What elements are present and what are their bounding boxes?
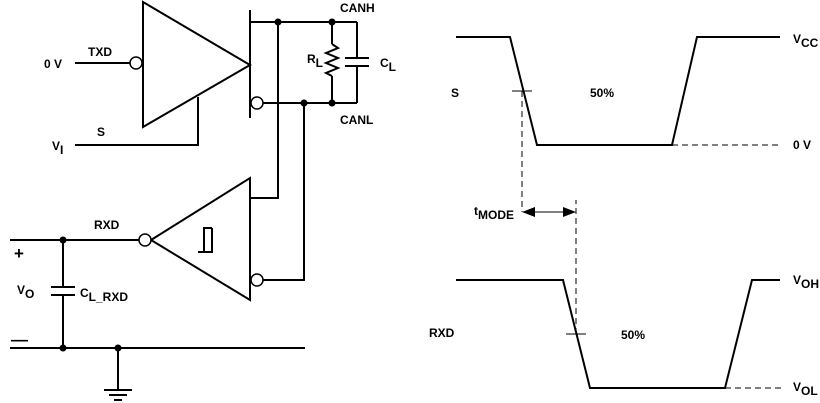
junction-dot [59, 344, 67, 352]
rxd-signal-label: RXD [429, 326, 455, 340]
load-resistor [323, 43, 341, 77]
plus-sign: + [14, 244, 24, 263]
rxd-50pct-label: 50% [621, 328, 645, 342]
txd-pin-label: TXD [88, 45, 112, 59]
rxd-inversion-bubble [138, 233, 152, 247]
tx-input-voltage-label: 0 V [44, 57, 62, 71]
timing-waveforms: S VCC 50% 0 V tMODE RXD VOH 50% VOL [429, 32, 819, 398]
vcc-label: VCC [793, 32, 819, 50]
s-50pct-label: 50% [590, 86, 614, 100]
s-waveform [456, 36, 780, 146]
s-signal-label: S [451, 86, 459, 100]
ground-icon [104, 348, 132, 401]
receiver-comparator [149, 176, 251, 302]
transmitter-driver [142, 0, 252, 129]
rxd-pin-label: RXD [94, 218, 120, 232]
tmode-arrow-head-left [522, 207, 535, 217]
canl-label: CANL [340, 113, 373, 127]
hysteresis-icon [198, 227, 212, 253]
voh-label: VOH [793, 273, 819, 291]
zero-volt-label: 0 V [793, 138, 811, 152]
junction-dot [328, 18, 336, 26]
rxd-waveform [456, 279, 780, 389]
canh-label: CANH [340, 1, 375, 15]
canh-to-receiver-wire [250, 22, 279, 199]
tmode-arrow-head-right [563, 207, 576, 217]
vi-label: VI [52, 139, 63, 157]
junction-dot [328, 99, 336, 107]
s-pin-label: S [97, 125, 105, 139]
tmode-label: tMODE [474, 204, 514, 222]
junction-dot [59, 236, 67, 244]
vo-label: VO [17, 283, 34, 301]
s-input-wire [75, 97, 199, 146]
rl-label: RL [307, 52, 323, 70]
receiver-bubble-canl [250, 273, 264, 287]
txd-inversion-bubble [129, 56, 143, 70]
canl-inversion-bubble [250, 96, 264, 110]
canl-to-receiver-wire [263, 103, 305, 281]
hysteresis-icon-return [204, 228, 213, 253]
test-circuit: 0 V TXD CANH CANL RL CL S VI RXD + — VO … [10, 0, 396, 401]
cl-label: CL [380, 56, 396, 74]
minus-sign: — [11, 330, 28, 349]
clrxd-label: CL_RXD [80, 286, 128, 304]
vol-label: VOL [793, 380, 818, 398]
